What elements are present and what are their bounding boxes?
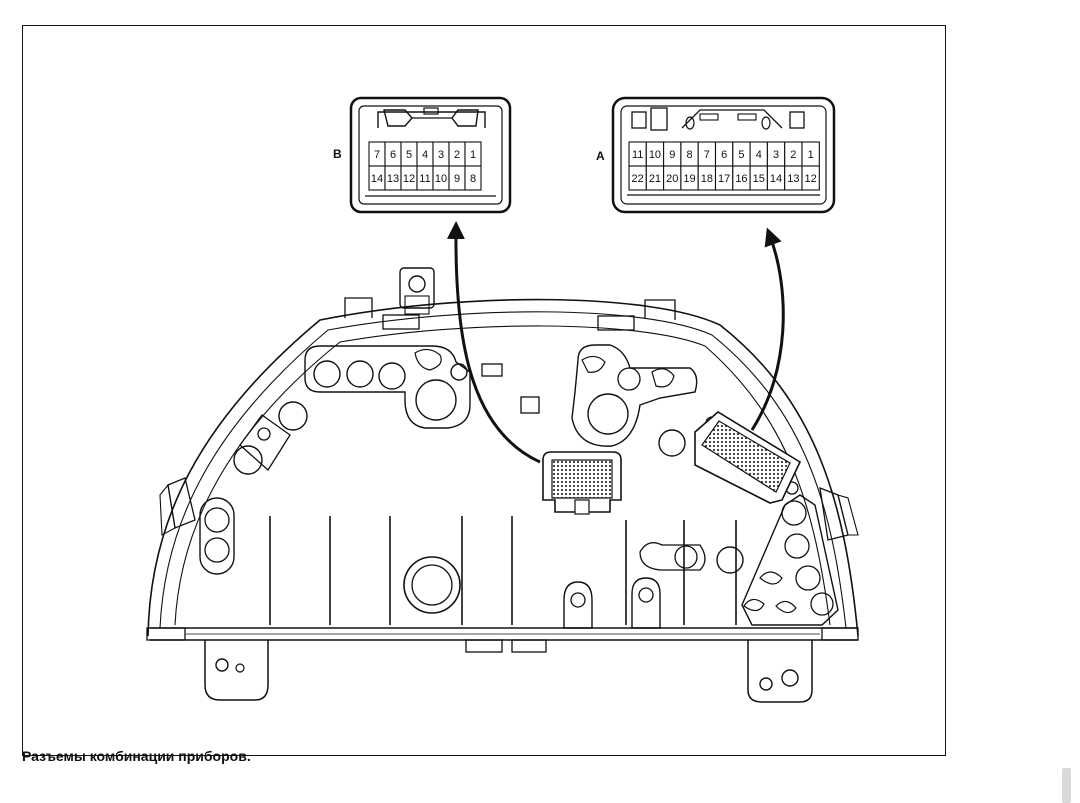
pin-number: 9 — [669, 149, 675, 161]
pin-number: 16 — [735, 173, 747, 185]
pin-number: 15 — [753, 173, 765, 185]
pin-number: 8 — [686, 149, 692, 161]
pin-number: 14 — [770, 173, 782, 185]
pin-number: 4 — [422, 149, 428, 161]
pin-number: 4 — [756, 149, 762, 161]
pin-number: 2 — [454, 149, 460, 161]
pin-number: 7 — [374, 149, 380, 161]
arrow-to-connector-a — [750, 227, 785, 431]
pin-number: 11 — [632, 149, 643, 161]
connector-b-label: B — [333, 147, 342, 161]
pin-number: 9 — [454, 173, 460, 185]
pin-number: 13 — [387, 173, 399, 185]
connector-a-socket — [694, 411, 802, 504]
pin-number: 19 — [683, 173, 695, 185]
pin-number: 5 — [738, 149, 744, 161]
pin-number: 3 — [438, 149, 444, 161]
pin-number: 13 — [787, 173, 799, 185]
pin-number: 14 — [371, 173, 383, 185]
pin-number: 12 — [403, 173, 415, 185]
pin-number: 10 — [649, 149, 661, 161]
arrow-to-connector-b — [446, 221, 541, 464]
pin-number: 12 — [805, 173, 817, 185]
pin-number: 7 — [704, 149, 710, 161]
pin-number: 3 — [773, 149, 779, 161]
pin-number: 8 — [470, 173, 476, 185]
pin-number: 5 — [406, 149, 412, 161]
figure-caption: Разъемы комбинации приборов. — [22, 748, 251, 764]
pin-number: 2 — [790, 149, 796, 161]
pin-number: 17 — [718, 173, 730, 185]
pin-number: 18 — [701, 173, 713, 185]
pin-number: 22 — [632, 173, 644, 185]
pin-number: 1 — [808, 149, 814, 161]
pin-number: 1 — [470, 149, 476, 161]
pin-number: 6 — [390, 149, 396, 161]
figure-frame — [22, 25, 946, 756]
connector-b-socket — [542, 451, 622, 515]
pin-number: 20 — [666, 173, 678, 185]
cluster-housing — [146, 267, 859, 703]
pin-cell — [464, 165, 482, 191]
pin-cell — [801, 165, 820, 191]
pin-number: 10 — [435, 173, 447, 185]
pin-number: 11 — [419, 173, 430, 185]
pin-number: 21 — [649, 173, 661, 185]
connector-a-label: A — [596, 149, 605, 163]
scrollbar-thumb[interactable] — [1062, 768, 1071, 803]
pin-number: 6 — [721, 149, 727, 161]
